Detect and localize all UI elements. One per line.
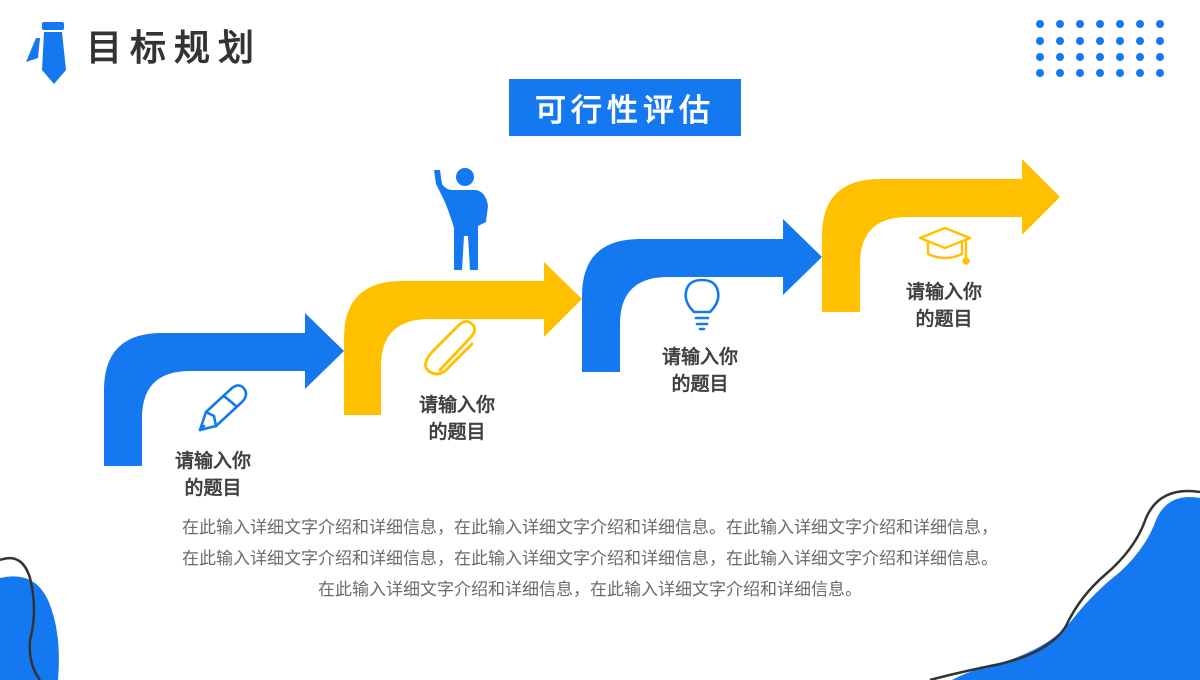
step-label-1: 请输入你 的题目 [174, 450, 251, 499]
section-banner: 可行性评估 [509, 79, 741, 136]
page-title: 目标规划 [86, 28, 263, 69]
step-arrow-4 [822, 159, 1060, 312]
description-line: 在此输入详细文字介绍和详细信息，在此输入详细文字介绍和详细信息，在此输入详细文字… [182, 549, 998, 569]
wave-blob-right [929, 489, 1200, 680]
step-label-3: 请输入你 的题目 [661, 346, 738, 395]
step-arrow-3 [582, 219, 822, 372]
person-pointing-icon [434, 168, 488, 270]
tie-logo-icon [26, 22, 66, 84]
description-line: 在此输入详细文字介绍和详细信息，在此输入详细文字介绍和详细信息。 [318, 580, 862, 600]
graduation-cap-icon [918, 226, 972, 265]
step-arrow-1 [104, 313, 344, 466]
step-label-4: 请输入你 的题目 [905, 281, 982, 330]
step-label-2: 请输入你 的题目 [418, 394, 495, 443]
description-text: 在此输入详细文字介绍和详细信息，在此输入详细文字介绍和详细信息。 在此输入详细文字… [60, 513, 1120, 606]
lightbulb-icon [684, 278, 720, 331]
description-line: 在此输入详细文字介绍和详细信息，在此输入详细文字介绍和详细信息。在此输入详细文字… [182, 518, 998, 538]
pencil-icon [198, 384, 248, 432]
step-arrow-2 [344, 262, 582, 415]
dot-grid [1036, 20, 1164, 77]
paperclip-icon [424, 320, 476, 376]
wave-blob-left [0, 556, 59, 680]
